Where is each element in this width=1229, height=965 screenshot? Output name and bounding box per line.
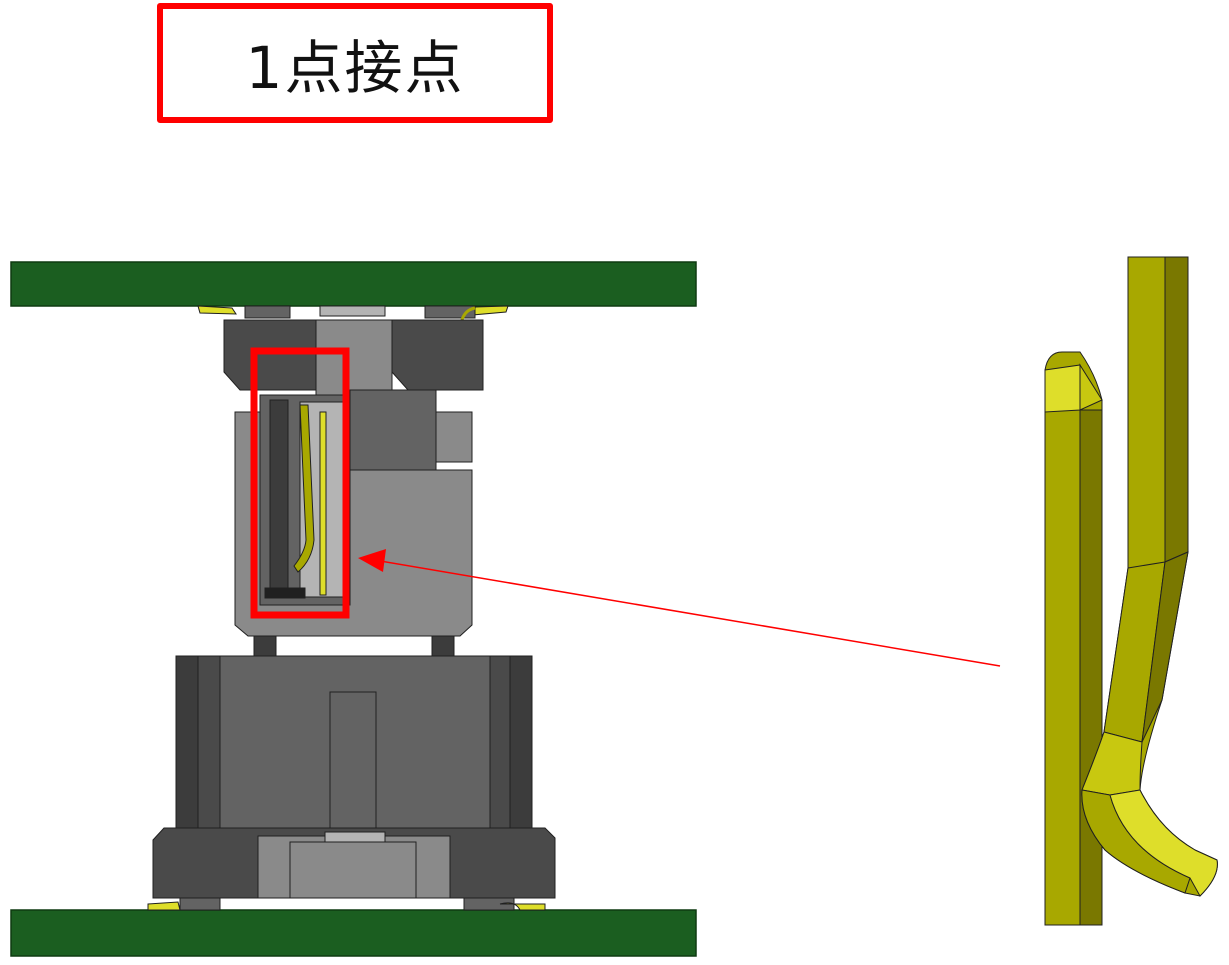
highlight-box — [250, 347, 350, 619]
arrow-icon — [358, 549, 1001, 667]
upper-receptacle — [223, 319, 484, 473]
base-housing — [147, 655, 556, 911]
bottom-pcb — [10, 909, 697, 957]
upper-solder-tails — [197, 305, 509, 321]
top-pcb — [10, 261, 697, 307]
lower-plug — [234, 394, 473, 659]
title-text: 1点接点 — [245, 34, 465, 102]
title-box: 1点接点 — [157, 3, 553, 123]
contact-detail — [1044, 256, 1218, 926]
